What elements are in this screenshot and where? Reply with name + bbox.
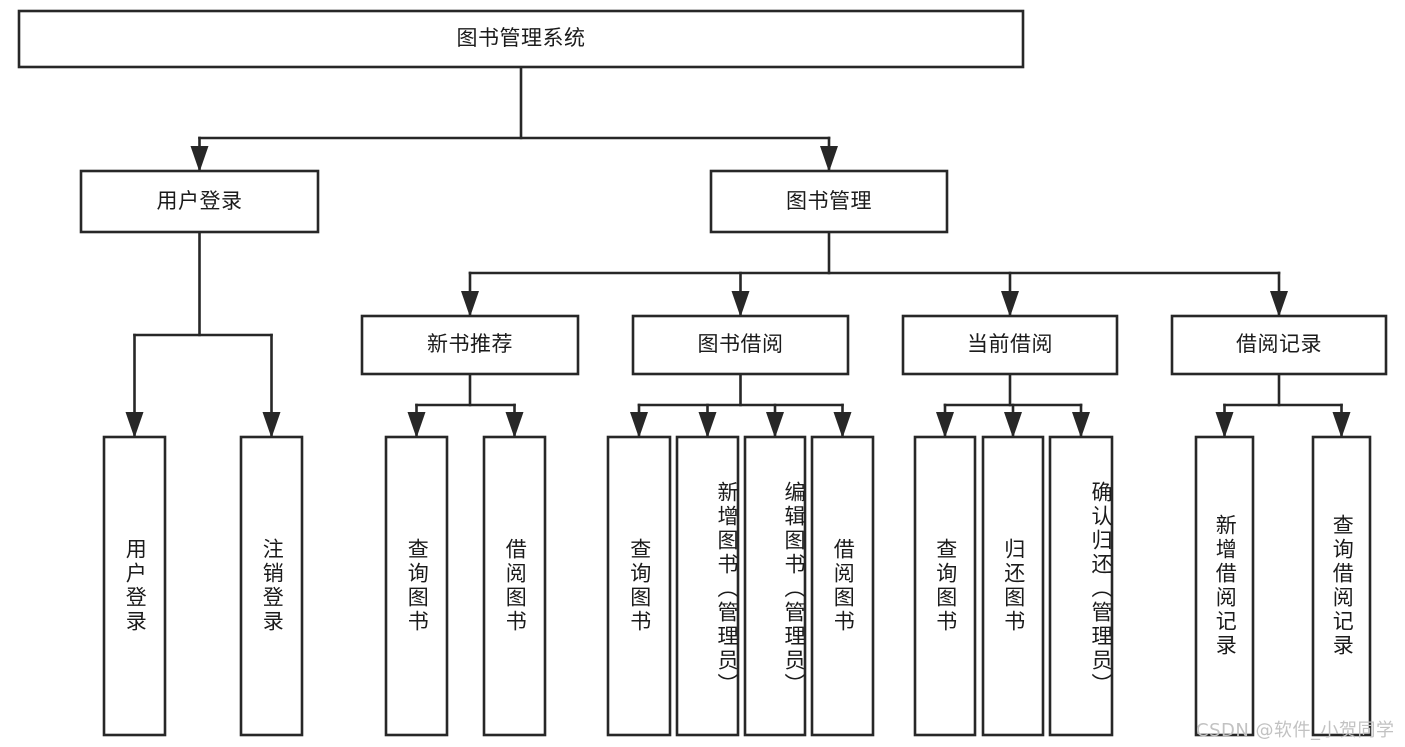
arrow-icon-leaf-borrow-3 bbox=[766, 412, 784, 438]
node-box-leaf-borrow-4[interactable] bbox=[810, 435, 875, 737]
arrow-icon-leaf-borrow-1 bbox=[630, 412, 648, 438]
arrow-icon-bookmgmt bbox=[820, 146, 838, 172]
node-box-leaf-cur-1[interactable] bbox=[913, 435, 977, 737]
node-box-leaf-login-2[interactable] bbox=[239, 435, 304, 737]
nodes-layer bbox=[17, 9, 1388, 737]
node-box-newbook[interactable] bbox=[360, 314, 580, 376]
node-box-leaf-rec-2[interactable] bbox=[1311, 435, 1372, 737]
arrow-icon-leaf-rec-2 bbox=[1332, 412, 1351, 438]
arrow-icon-login bbox=[190, 146, 209, 172]
arrow-icon-borrow bbox=[731, 291, 750, 317]
arrow-icon-leaf-login-2 bbox=[262, 412, 281, 438]
arrow-icon-records bbox=[1270, 291, 1288, 317]
arrow-icon-leaf-borrow-4 bbox=[833, 412, 852, 438]
arrow-icon-current bbox=[1001, 291, 1019, 317]
arrow-icon-leaf-login-1 bbox=[125, 412, 144, 438]
node-box-bookmgmt[interactable] bbox=[709, 169, 949, 234]
node-box-root[interactable] bbox=[17, 9, 1025, 69]
node-box-borrow[interactable] bbox=[631, 314, 850, 376]
arrow-icon-leaf-cur-1 bbox=[936, 412, 954, 438]
node-box-login[interactable] bbox=[79, 169, 320, 234]
node-box-records[interactable] bbox=[1170, 314, 1388, 376]
arrow-icon-leaf-rec-1 bbox=[1215, 412, 1234, 438]
node-box-current[interactable] bbox=[901, 314, 1119, 376]
arrow-icon-leaf-cur-3 bbox=[1072, 412, 1090, 438]
node-box-leaf-borrow-3[interactable] bbox=[743, 435, 807, 737]
node-box-leaf-login-1[interactable] bbox=[102, 435, 167, 737]
arrow-icon-leaf-new-2 bbox=[505, 412, 524, 438]
node-box-leaf-borrow-2[interactable] bbox=[675, 435, 740, 737]
edges-layer bbox=[125, 65, 1351, 439]
node-box-leaf-cur-3[interactable] bbox=[1048, 435, 1114, 737]
node-box-leaf-borrow-1[interactable] bbox=[606, 435, 672, 737]
arrow-icon-newbook bbox=[461, 291, 479, 317]
arrow-icon-leaf-borrow-2 bbox=[698, 412, 717, 438]
node-box-leaf-cur-2[interactable] bbox=[981, 435, 1045, 737]
node-box-leaf-new-1[interactable] bbox=[384, 435, 449, 737]
arrow-icon-leaf-new-1 bbox=[407, 412, 426, 438]
node-box-leaf-rec-1[interactable] bbox=[1194, 435, 1255, 737]
arrow-icon-leaf-cur-2 bbox=[1004, 412, 1022, 438]
node-box-leaf-new-2[interactable] bbox=[482, 435, 547, 737]
